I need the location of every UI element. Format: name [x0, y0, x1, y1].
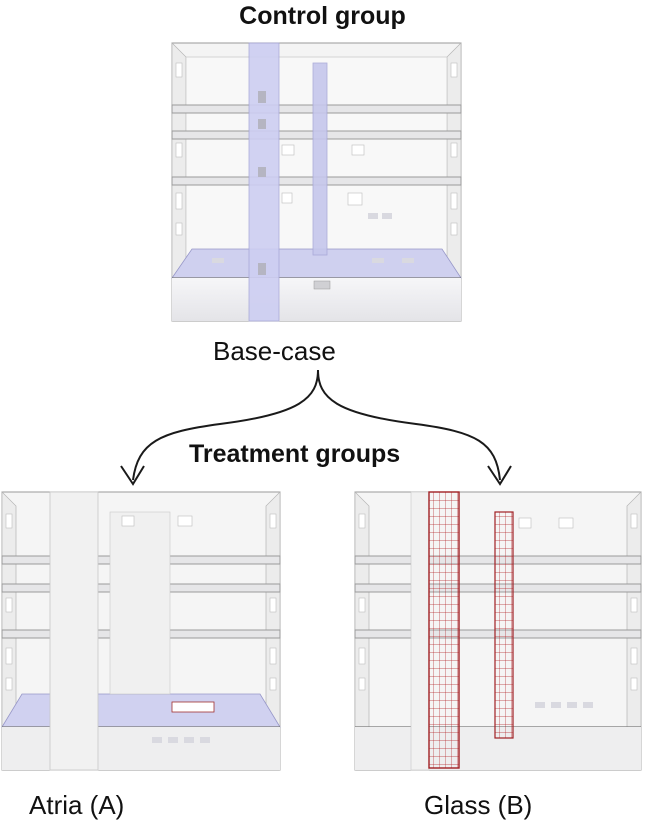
- treatment-groups-title: Treatment groups: [189, 440, 401, 468]
- base-case-building: [171, 42, 462, 322]
- right-arrowhead-icon: [487, 465, 512, 486]
- glass-shaft-small: [494, 511, 514, 739]
- glass-label: Glass (B): [424, 790, 533, 820]
- left-arrowhead-icon: [120, 465, 145, 486]
- atria-label: Atria (A): [29, 790, 125, 820]
- glass-shaft-large: [428, 491, 460, 769]
- glass-building: [354, 491, 642, 771]
- base-case-label: Base-case: [213, 336, 336, 366]
- control-group-title: Control group: [239, 2, 406, 30]
- atria-building: [1, 491, 281, 771]
